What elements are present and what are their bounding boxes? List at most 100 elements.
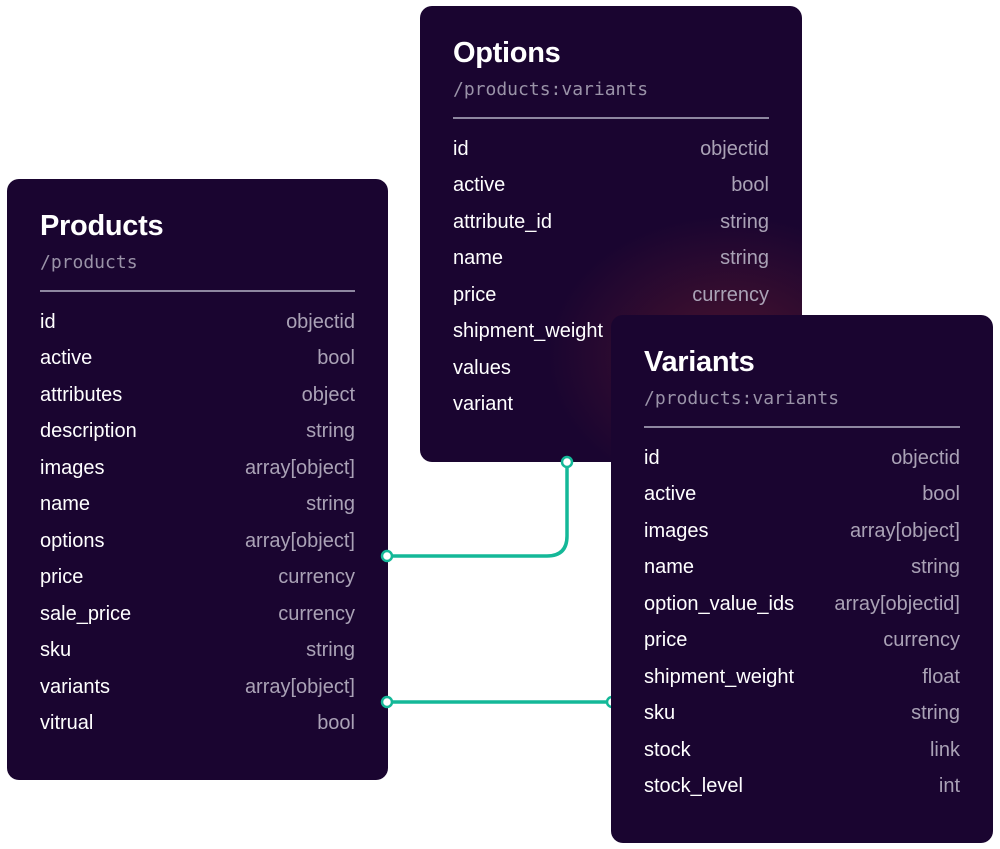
field-name: price: [644, 629, 688, 652]
field-type: currency: [278, 602, 355, 625]
field-name: name: [644, 556, 695, 579]
field-row[interactable]: id objectid: [453, 131, 769, 168]
field-row[interactable]: id objectid: [40, 304, 355, 341]
field-row[interactable]: name string: [453, 241, 769, 278]
field-name: stock: [644, 738, 691, 761]
field-row[interactable]: price currency: [40, 560, 355, 597]
field-row[interactable]: images array[object]: [40, 450, 355, 487]
variants-field-list: id objectid active bool images array[object…: [644, 440, 960, 805]
field-name: sku: [644, 702, 676, 725]
field-name: sale_price: [40, 602, 132, 625]
variants-table-title: Variants: [644, 346, 755, 378]
field-name: stock_level: [644, 775, 743, 798]
field-row[interactable]: description string: [40, 414, 355, 451]
field-name: vitrual: [40, 712, 94, 735]
field-name: active: [40, 347, 93, 370]
field-name: active: [453, 174, 506, 197]
field-type: object: [301, 383, 355, 406]
field-row[interactable]: name string: [644, 550, 960, 587]
field-row[interactable]: attribute_id string: [453, 204, 769, 241]
field-name: id: [453, 137, 469, 160]
field-type: bool: [731, 174, 769, 197]
field-type: link: [929, 738, 960, 761]
products-field-list: id objectid active bool attributes object d…: [40, 304, 355, 742]
field-name: price: [40, 566, 84, 589]
field-type: string: [306, 639, 355, 662]
field-name: option_value_ids: [644, 592, 795, 615]
field-type: string: [720, 210, 769, 233]
field-name: price: [453, 283, 497, 306]
field-type: bool: [317, 712, 355, 735]
field-type: array[object]: [849, 519, 960, 542]
field-row[interactable]: active bool: [644, 477, 960, 514]
field-name: images: [40, 456, 105, 479]
field-type: string: [911, 556, 960, 579]
field-type: array[object]: [244, 529, 355, 552]
field-type: objectid: [286, 310, 355, 333]
field-row[interactable]: id objectid: [644, 440, 960, 477]
field-name: active: [644, 483, 697, 506]
field-type: string: [911, 702, 960, 725]
field-row[interactable]: shipment_weight float: [644, 659, 960, 696]
field-type: string: [720, 247, 769, 270]
field-row[interactable]: sku string: [644, 696, 960, 733]
options-table-title: Options: [453, 37, 561, 69]
field-row[interactable]: sku string: [40, 633, 355, 670]
field-type: currency: [883, 629, 960, 652]
variants-table-card[interactable]: Variants /products:variants id objectid a…: [611, 315, 993, 843]
field-type: bool: [922, 483, 960, 506]
products-table-path: /products: [40, 252, 138, 273]
field-row[interactable]: stock_level int: [644, 769, 960, 806]
options-table-path: /products:variants: [453, 79, 649, 100]
field-type: currency: [278, 566, 355, 589]
field-row[interactable]: vitrual bool: [40, 706, 355, 743]
field-row[interactable]: sale_price currency: [40, 596, 355, 633]
variants-table-divider: [644, 426, 960, 428]
field-type: bool: [317, 347, 355, 370]
field-name: images: [644, 519, 709, 542]
field-name: name: [453, 247, 504, 270]
variants-table-path: /products:variants: [644, 388, 840, 409]
field-row[interactable]: active bool: [453, 168, 769, 205]
field-type: float: [922, 665, 960, 688]
field-type: string: [306, 420, 355, 443]
field-name: attributes: [40, 383, 123, 406]
field-row[interactable]: options array[object]: [40, 523, 355, 560]
options-table-card[interactable]: Options /products:variants id objectid ac…: [420, 6, 802, 462]
field-type: array[objectid]: [834, 592, 960, 615]
field-type: objectid: [700, 137, 769, 160]
field-type: string: [306, 493, 355, 516]
field-type: currency: [692, 283, 769, 306]
field-row[interactable]: option_value_ids array[objectid]: [644, 586, 960, 623]
products-table-divider: [40, 290, 355, 292]
field-name: shipment_weight: [644, 665, 795, 688]
field-row[interactable]: price currency: [644, 623, 960, 660]
field-name: attribute_id: [453, 210, 552, 233]
field-name: shipment_weight: [453, 320, 604, 343]
field-type: array[object]: [244, 456, 355, 479]
products-table-card[interactable]: Products /products id objectid active bool…: [7, 179, 388, 780]
field-row[interactable]: price currency: [453, 277, 769, 314]
field-row[interactable]: active bool: [40, 341, 355, 378]
field-name: values: [453, 356, 511, 379]
options-table-divider: [453, 117, 769, 119]
field-name: id: [40, 310, 56, 333]
field-type: int: [938, 775, 960, 798]
connector-products-options: [385, 460, 569, 558]
field-type: objectid: [891, 446, 960, 469]
field-name: name: [40, 493, 91, 516]
field-name: sku: [40, 639, 72, 662]
products-table-title: Products: [40, 210, 164, 242]
field-row[interactable]: images array[object]: [644, 513, 960, 550]
field-row[interactable]: attributes object: [40, 377, 355, 414]
field-row[interactable]: variants array[object]: [40, 669, 355, 706]
field-row[interactable]: stock link: [644, 732, 960, 769]
field-row[interactable]: name string: [40, 487, 355, 524]
field-name: description: [40, 420, 137, 443]
field-name: options: [40, 529, 105, 552]
field-name: variants: [40, 675, 111, 698]
field-type: array[object]: [244, 675, 355, 698]
field-name: variant: [453, 393, 514, 416]
field-name: id: [644, 446, 660, 469]
